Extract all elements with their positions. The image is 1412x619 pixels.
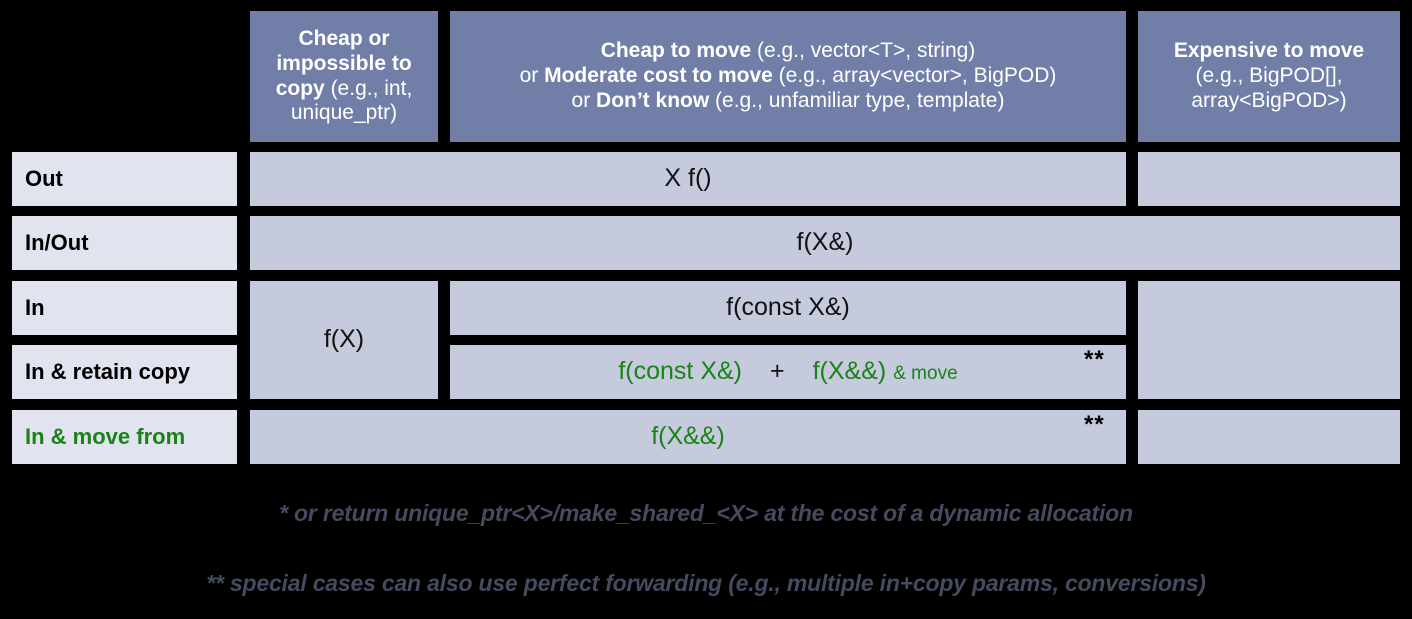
column-header-cheap-to-move: Cheap to move (e.g., vector<T>, string) … xyxy=(450,11,1126,142)
signature-text: f(const X&) xyxy=(726,293,850,322)
column-header-cheap-or-impossible-to-copy: Cheap or impossible to copy (e.g., int, … xyxy=(250,11,438,142)
signature-and-move-note: & move xyxy=(893,363,958,385)
header-example-dont-know: (e.g., unfamiliar type, template) xyxy=(709,88,1005,112)
cell-in-expensive-to-move-blank xyxy=(1138,281,1400,399)
row-label-text: In & retain copy xyxy=(25,359,191,385)
table-corner-blank xyxy=(12,11,237,142)
cell-move-from-expensive-to-move-blank xyxy=(1138,410,1400,464)
row-label-in-retain-copy: In & retain copy xyxy=(12,345,237,399)
cell-inout-by-reference: f(X&) xyxy=(250,216,1400,270)
signature-plus-operator: + xyxy=(770,357,785,386)
footnote-marker-double-asterisk-retain: ** xyxy=(1084,346,1105,373)
header-example-moderate-cost: (e.g., array<vector>, BigPOD) xyxy=(772,64,1057,88)
row-label-in-move-from: In & move from xyxy=(12,410,237,464)
column-header-expensive-to-move: Expensive to move (e.g., BigPOD[], array… xyxy=(1138,11,1400,142)
footnote-double-asterisk: ** special cases can also use perfect fo… xyxy=(206,570,1206,596)
cell-in-retain-copy-overloads: f(const X&) + f(X&&) & move xyxy=(450,345,1126,399)
footnote-marker-double-asterisk-movefrom: ** xyxy=(1084,411,1105,438)
header-example-expensive-line2: (e.g., BigPOD[], xyxy=(1195,64,1343,88)
signature-rvalue-ref: f(X&&) xyxy=(812,357,887,386)
header-example-cheap-to-move: (e.g., vector<T>, string) xyxy=(751,39,976,63)
row-label-out: Out xyxy=(12,152,237,206)
header-strong-text: Cheap or impossible to copy xyxy=(275,26,412,100)
header-example-expensive-line3: array<BigPOD>) xyxy=(1191,88,1347,112)
cell-in-by-value: f(X) xyxy=(250,281,438,399)
signature-const-ref: f(const X&) xyxy=(618,357,742,386)
header-example-text: (e.g., int, unique_ptr) xyxy=(290,76,413,125)
row-label-text: In/Out xyxy=(25,230,89,256)
row-label-text: In xyxy=(25,295,45,321)
signature-text: f(X&) xyxy=(796,228,854,257)
header-strong-moderate-cost: Moderate cost to move xyxy=(544,64,773,88)
header-strong-cheap-to-move: Cheap to move xyxy=(600,39,752,63)
signature-text: f(X) xyxy=(323,325,365,354)
signature-text: f(X&&) xyxy=(651,422,725,451)
header-prefix-or-1: or xyxy=(519,64,545,88)
row-label-in: In xyxy=(12,281,237,335)
row-label-text: Out xyxy=(25,166,63,192)
signature-text: X f() xyxy=(664,164,712,193)
row-label-in-out: In/Out xyxy=(12,216,237,270)
cell-in-move-from-rvalue-ref: f(X&&) xyxy=(250,410,1126,464)
header-strong-expensive-to-move: Expensive to move xyxy=(1173,39,1365,63)
header-strong-dont-know: Don’t know xyxy=(596,88,710,112)
footnote-single-asterisk: * or return unique_ptr<X>/make_shared_<X… xyxy=(279,500,1133,526)
cell-out-expensive-to-move-blank xyxy=(1138,152,1400,206)
row-label-text: In & move from xyxy=(25,424,186,450)
cell-in-const-ref: f(const X&) xyxy=(450,281,1126,335)
cell-out-return-by-value: X f() xyxy=(250,152,1126,206)
header-prefix-or-2: or xyxy=(571,88,597,112)
